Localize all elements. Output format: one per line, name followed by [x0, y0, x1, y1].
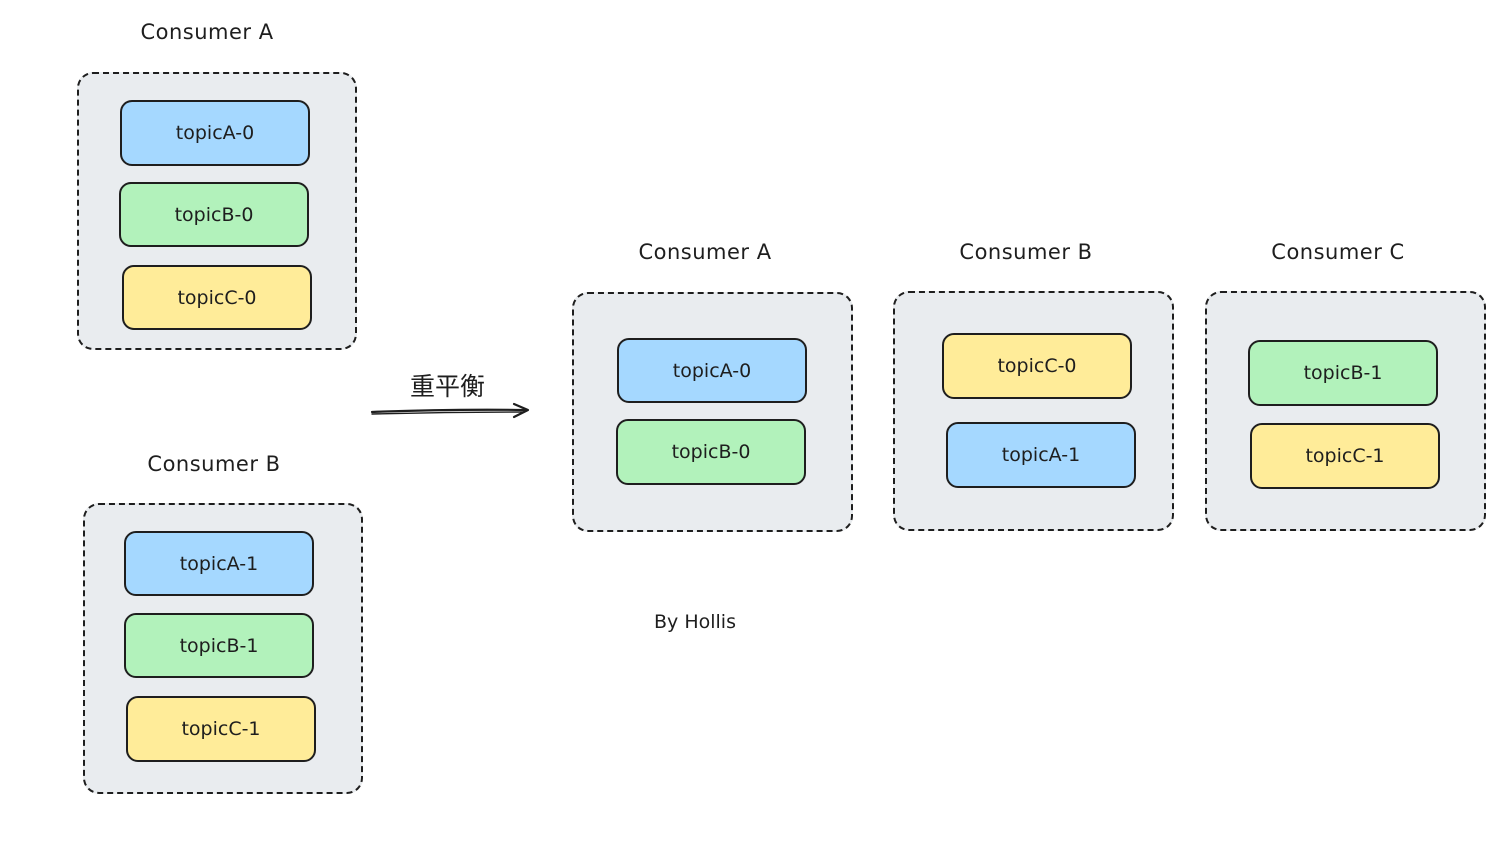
after-consumer-b-label: Consumer B — [959, 240, 1093, 264]
after-consumer-b-group: topicC-0 topicA-1 — [893, 291, 1174, 531]
after-consumer-a-label: Consumer A — [638, 240, 772, 264]
rebalance-label: 重平衡 — [410, 372, 486, 401]
partition-box: topicB-0 — [119, 182, 309, 247]
partition-box: topicB-0 — [616, 419, 806, 485]
partition-box: topicA-1 — [946, 422, 1136, 488]
after-consumer-a-group: topicA-0 topicB-0 — [572, 292, 853, 532]
before-consumer-b-group: topicA-1 topicB-1 topicC-1 — [83, 503, 363, 794]
partition-box: topicB-1 — [124, 613, 314, 678]
partition-box: topicC-0 — [122, 265, 312, 330]
partition-box: topicC-0 — [942, 333, 1132, 399]
after-consumer-c-label: Consumer C — [1271, 240, 1405, 264]
before-consumer-b-label: Consumer B — [147, 452, 281, 476]
before-consumer-a-label: Consumer A — [140, 20, 274, 44]
partition-box: topicC-1 — [126, 696, 316, 762]
credit-text: By Hollis — [654, 611, 736, 633]
partition-box: topicC-1 — [1250, 423, 1440, 489]
partition-box: topicA-1 — [124, 531, 314, 596]
after-consumer-c-group: topicB-1 topicC-1 — [1205, 291, 1486, 531]
partition-box: topicB-1 — [1248, 340, 1438, 406]
partition-box: topicA-0 — [120, 100, 310, 166]
partition-box: topicA-0 — [617, 338, 807, 403]
before-consumer-a-group: topicA-0 topicB-0 topicC-0 — [77, 72, 357, 350]
rebalance-arrow-icon — [370, 402, 530, 419]
